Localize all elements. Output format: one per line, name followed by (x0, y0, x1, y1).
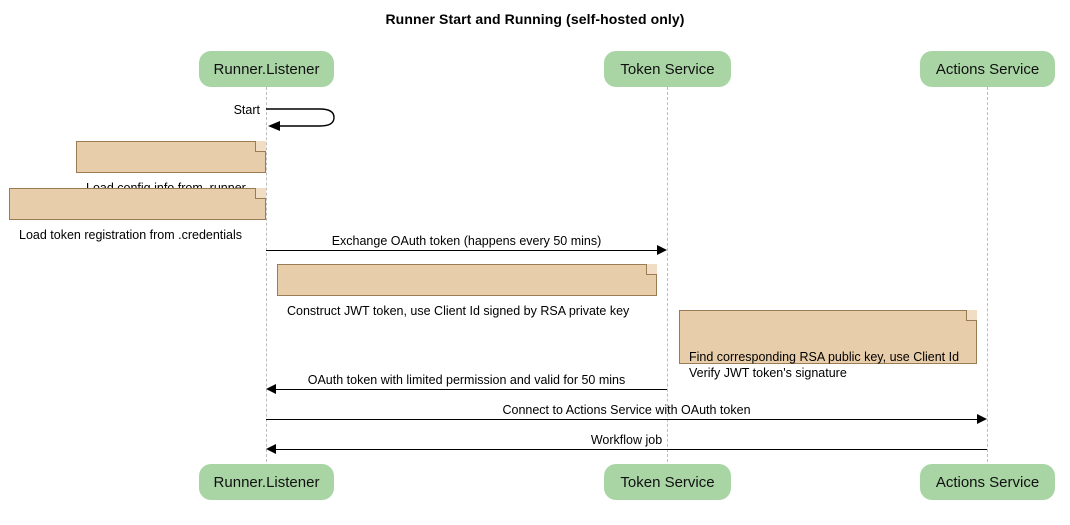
arrow-head-right (977, 414, 987, 424)
participant-label: Runner.Listener (213, 60, 320, 78)
note-text: Find corresponding RSA public key, use C… (689, 350, 960, 380)
page-title: Runner Start and Running (self-hosted on… (385, 11, 685, 27)
self-message-start (266, 108, 335, 131)
participant-token-service-bottom[interactable]: Token Service (604, 464, 731, 500)
message-line-oauth-token-limited (276, 389, 667, 390)
note-fold-icon (255, 141, 266, 152)
note-verify-jwt-signature: Find corresponding RSA public key, use C… (679, 310, 977, 380)
message-line-exchange-oauth-token (266, 250, 657, 251)
message-label-start: Start (233, 103, 260, 117)
arrow-head-right (657, 245, 667, 255)
arrow-head-left (266, 444, 276, 454)
participant-label: Token Service (620, 60, 715, 78)
message-label-oauth-token-limited: OAuth token with limited permission and … (307, 373, 626, 387)
participant-runner-listener-bottom[interactable]: Runner.Listener (199, 464, 334, 500)
note-construct-jwt-token: Construct JWT token, use Client Id signe… (277, 264, 657, 318)
message-label-workflow-job: Workflow job (590, 433, 663, 447)
note-text: Construct JWT token, use Client Id signe… (287, 304, 630, 318)
message-label-connect-actions-service: Connect to Actions Service with OAuth to… (502, 403, 751, 417)
participant-runner-listener[interactable]: Runner.Listener (199, 51, 334, 87)
note-fold-icon (966, 310, 977, 321)
message-line-workflow-job (276, 449, 987, 450)
lifeline-actions (987, 87, 988, 462)
participant-label: Runner.Listener (213, 473, 320, 491)
participant-token-service[interactable]: Token Service (604, 51, 731, 87)
participant-actions-service[interactable]: Actions Service (920, 51, 1055, 87)
lifeline-runner (266, 87, 267, 462)
participant-label: Token Service (620, 473, 715, 491)
message-line-connect-actions-service (266, 419, 977, 420)
message-label-exchange-oauth-token: Exchange OAuth token (happens every 50 m… (331, 234, 602, 248)
note-text: Load token registration from .credential… (19, 228, 243, 242)
note-load-token-registration: Load token registration from .credential… (9, 188, 266, 242)
participant-actions-service-bottom[interactable]: Actions Service (920, 464, 1055, 500)
note-load-config: Load config info from .runner (76, 141, 266, 195)
participant-label: Actions Service (935, 473, 1040, 491)
participant-label: Actions Service (935, 60, 1040, 78)
lifeline-token (667, 87, 668, 462)
arrow-head-left (266, 384, 276, 394)
note-fold-icon (255, 188, 266, 199)
note-fold-icon (646, 264, 657, 275)
